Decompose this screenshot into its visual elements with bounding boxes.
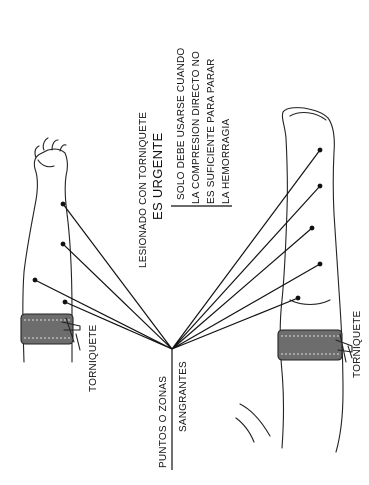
- leg-outline: [280, 108, 343, 452]
- bleeding-point: [63, 300, 68, 305]
- knee-outline: [290, 300, 330, 305]
- arm-illustration: [21, 138, 80, 362]
- bleeding-point: [33, 278, 38, 283]
- leg-tourniquet: [278, 330, 352, 362]
- note-line-4: LA HEMORRAGIA: [221, 118, 232, 204]
- bleeding-point: [318, 262, 323, 267]
- note-line-3: ES SUFICIENTE PARA PARAR: [206, 58, 217, 204]
- bleeding-point: [310, 226, 315, 231]
- points-label-line-1: PUNTOS O ZONAS: [158, 376, 169, 468]
- bleeding-point: [296, 296, 301, 301]
- ray-arm-2: [63, 244, 172, 349]
- ray-arm-4: [65, 302, 172, 349]
- bleeding-point: [61, 242, 66, 247]
- note-line-1: SOLO DEBE USARSE CUANDO: [176, 48, 187, 200]
- ray-leg-2: [172, 186, 320, 349]
- leg-tourniquet-band: [278, 330, 342, 360]
- hand-outline: [35, 138, 66, 167]
- bleeding-point: [318, 184, 323, 189]
- foot-outline: [290, 113, 326, 120]
- note-line-2: LA COMPRESION DIRECTO NO: [191, 51, 202, 204]
- tourniquet-label-leg: TORNIQUETE: [352, 310, 363, 378]
- bleeding-point: [61, 202, 66, 207]
- arm-tourniquet: [21, 314, 80, 350]
- urgent-line-1: LESIONADO CON TORNIQUETE: [138, 112, 149, 268]
- lower-limb-sketch: [236, 404, 270, 442]
- points-label-line-2: SANGRANTES: [178, 361, 189, 432]
- tourniquet-label-arm: TORNIQUETE: [88, 324, 99, 392]
- lower-limb-outline: [236, 404, 270, 442]
- urgent-line-2: ES URGENTE: [150, 132, 165, 220]
- leg-illustration: [278, 108, 352, 452]
- ray-arm-1: [63, 204, 172, 349]
- arm-tourniquet-band: [21, 314, 73, 344]
- bleeding-point: [318, 148, 323, 153]
